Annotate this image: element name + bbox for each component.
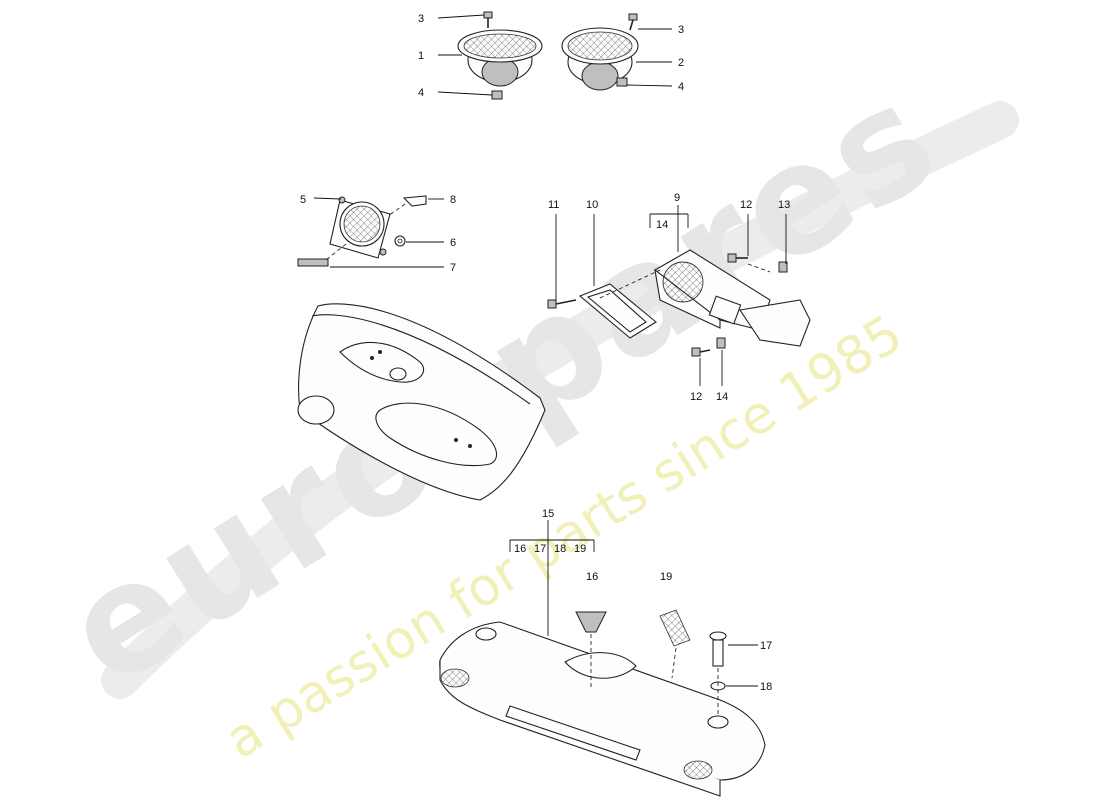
callout-3: 3 xyxy=(418,13,424,25)
connector-icon xyxy=(297,258,329,267)
callout-5: 5 xyxy=(300,194,306,206)
callout-2: 2 xyxy=(678,57,684,69)
callout-12: 12 xyxy=(740,199,752,211)
bracket-icon xyxy=(402,195,427,207)
callout-labels: 1 2 3 3 4 4 5 6 7 8 9 10 11 12 12 13 14 … xyxy=(300,13,790,693)
callout-19: 19 xyxy=(574,543,586,555)
callout-18: 18 xyxy=(760,681,772,693)
screw-icon xyxy=(547,253,748,357)
speaker-left xyxy=(457,29,543,87)
callout-4: 4 xyxy=(678,81,684,93)
callout-7: 7 xyxy=(450,262,456,274)
screw-icon xyxy=(709,631,727,667)
callout-9: 9 xyxy=(674,192,680,204)
grille-icon xyxy=(659,609,691,647)
speaker-box xyxy=(654,249,811,347)
callout-15: 15 xyxy=(542,508,554,520)
watermark-swoosh xyxy=(101,101,1019,699)
callout-17: 17 xyxy=(534,543,546,555)
callout-18: 18 xyxy=(554,543,566,555)
screw-icon xyxy=(483,11,638,31)
tweeter xyxy=(329,196,391,259)
armrest xyxy=(439,621,766,797)
callout-12: 12 xyxy=(690,391,702,403)
callout-11: 11 xyxy=(548,199,559,211)
callout-17: 17 xyxy=(760,640,772,652)
callout-14: 14 xyxy=(656,219,668,231)
speaker-right xyxy=(561,27,639,91)
callout-13: 13 xyxy=(778,199,790,211)
washer-icon xyxy=(394,235,406,247)
callout-8: 8 xyxy=(450,194,456,206)
callout-4: 4 xyxy=(418,87,424,99)
callout-14: 14 xyxy=(716,391,728,403)
callout-10: 10 xyxy=(586,199,598,211)
door-panel xyxy=(297,303,546,501)
callout-6: 6 xyxy=(450,237,456,249)
callout-16: 16 xyxy=(514,543,526,555)
clip-icon xyxy=(716,261,788,349)
callout-1: 1 xyxy=(418,50,424,62)
callout-3: 3 xyxy=(678,24,684,36)
gasket xyxy=(578,283,657,339)
callout-19: 19 xyxy=(660,571,672,583)
callout-16: 16 xyxy=(586,571,598,583)
cap-icon xyxy=(575,611,607,633)
